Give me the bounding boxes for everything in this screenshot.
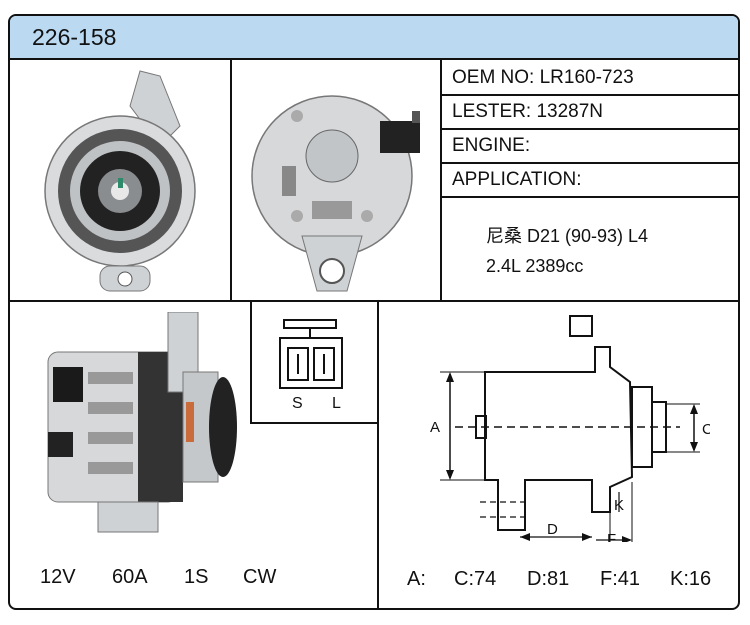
divider-info-4 [440,196,738,198]
divider-v2 [440,60,442,302]
oem-number: OEM NO: LR160-723 [452,67,634,88]
dimension-value-c: C:74 [454,568,497,590]
spec-groove: 1S [184,566,209,588]
title-bar: 226-158 [10,16,738,60]
dimension-label-d: D [547,521,558,538]
application-label: APPLICATION: [452,169,582,190]
spec-voltage: 12V [40,566,76,588]
application-line-1: 尼桑 D21 (90-93) L4 [486,226,649,246]
alternator-side-view [47,312,237,533]
spec-sheet: 226-158 OEM NO: LR160-723 LESTER: 13287N… [8,14,740,610]
spec-rotation: CW [243,566,277,588]
divider-connector-bottom [250,422,378,424]
divider-h-mid [10,300,738,302]
dimension-value-d: D:81 [527,568,570,590]
part-number: 226-158 [32,24,117,50]
spec-amperage: 60A [112,566,148,588]
divider-v3 [250,302,252,424]
lester-number: LESTER: 13287N [452,101,604,122]
divider-v1 [230,60,232,302]
alternator-front-view [44,70,196,292]
alternator-rear-view [251,95,420,292]
dimension-drawing: A C D F K [430,315,710,542]
divider-info-2 [440,128,738,130]
divider-info-3 [440,162,738,164]
dimension-label-f: F [607,531,616,542]
connector-pin-l: L [332,395,341,412]
dimension-label-c: C [702,421,710,438]
divider-v4 [377,302,379,608]
application-detail: 尼桑 D21 (90-93) L4 2.4L 2389cc [486,221,648,281]
dimension-label-a: A [430,419,440,436]
divider-info-1 [440,94,738,96]
application-line-2: 2.4L 2389cc [486,256,584,276]
connector-pin-s: S [292,395,303,412]
engine-label: ENGINE: [452,135,531,156]
dimension-label-k: K [614,497,624,514]
dimension-value-a: A: [407,568,426,590]
connector-diagram: S L [279,319,343,412]
dimension-value-k: K:16 [670,568,712,590]
dimension-value-f: F:41 [600,568,641,590]
